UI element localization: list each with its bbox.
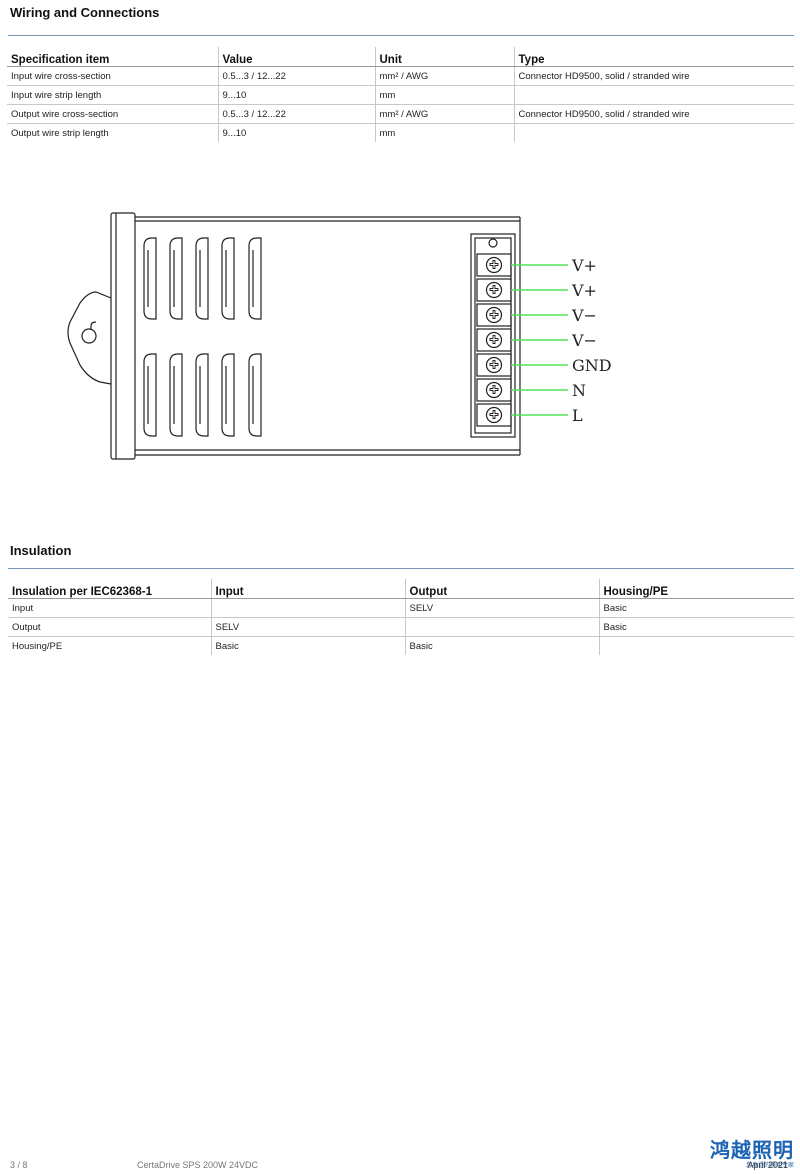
cell: mm² / AWG xyxy=(374,104,514,124)
header-input: Input xyxy=(210,579,405,599)
cell: Output xyxy=(8,617,211,637)
insulation-section-title: Insulation xyxy=(10,543,72,558)
terminal-label: GND xyxy=(572,356,612,375)
screw-icon xyxy=(485,256,503,274)
screw-cross-icon xyxy=(489,410,499,419)
screw-icon xyxy=(485,356,503,374)
header-insulation-standard: Insulation per IEC62368-1 xyxy=(8,579,211,599)
cell: Output wire cross-section xyxy=(7,104,218,124)
table-row: Input SELV Basic xyxy=(8,598,794,618)
table-row: Housing/PE Basic Basic xyxy=(8,636,794,655)
header-output: Output xyxy=(404,579,599,599)
mounting-tab xyxy=(67,291,112,385)
ventilation-slots xyxy=(143,237,262,437)
terminal-label: V+ xyxy=(571,281,597,300)
terminal-label: V− xyxy=(571,306,597,325)
product-name: CertaDrive SPS 200W 24VDC xyxy=(137,1160,259,1170)
wiring-section-title: Wiring and Connections xyxy=(10,5,160,20)
terminal-3: V− xyxy=(476,303,597,327)
screw-icon xyxy=(485,381,503,399)
cell: Housing/PE xyxy=(12,640,63,652)
wiring-table: Specification item Value Unit Type Input… xyxy=(7,47,794,142)
page-number: 3 / 8 xyxy=(10,1160,28,1170)
company-logo: 鸿越照明 您身边的照明专家 xyxy=(710,1140,794,1170)
table-row: Input wire cross-section 0.5...3 / 12...… xyxy=(7,66,794,86)
end-cap xyxy=(110,212,136,460)
header-value: Value xyxy=(217,47,375,67)
header-specification-item: Specification item xyxy=(7,47,218,67)
screw-icon xyxy=(485,281,503,299)
cell: Input wire strip length xyxy=(7,85,218,105)
terminal-2: V+ xyxy=(476,278,597,302)
cell: Connector HD9500, solid / stranded wire xyxy=(513,66,794,86)
screw-cross-icon xyxy=(489,285,499,294)
table-row: Output wire strip length 9...10 mm xyxy=(7,123,794,142)
insulation-title-rule xyxy=(8,568,794,569)
cell: SELV xyxy=(404,598,599,618)
table-header-row: Insulation per IEC62368-1 Input Output H… xyxy=(8,579,794,599)
screw-cross-icon xyxy=(489,260,499,269)
cell: Basic xyxy=(404,636,599,655)
cell: Output wire strip length xyxy=(11,127,109,139)
terminal-5: GND xyxy=(476,353,612,377)
screw-icon xyxy=(485,406,503,424)
cell: mm xyxy=(374,85,514,105)
header-type: Type xyxy=(513,47,794,67)
terminal-label: V− xyxy=(571,331,597,350)
header-housing-pe: Housing/PE xyxy=(598,579,794,599)
terminal-label: V+ xyxy=(571,256,597,275)
cell xyxy=(404,617,599,637)
cell xyxy=(598,636,794,655)
mounting-hole xyxy=(81,328,97,344)
cell: 0.5...3 / 12...22 xyxy=(217,66,375,86)
logo-text: 鸿越照明 xyxy=(710,1140,794,1162)
cell: Input wire cross-section xyxy=(7,66,218,86)
table-row: Output SELV Basic xyxy=(8,617,794,637)
power-supply-wiring-diagram: V+ V+ V− V− GND NL xyxy=(67,212,612,460)
cell: SELV xyxy=(210,617,405,637)
terminal-label: N xyxy=(572,381,586,400)
terminal-4: V− xyxy=(476,328,597,352)
screw-cross-icon xyxy=(489,360,499,369)
terminal-label: L xyxy=(572,406,583,425)
cell: 9...10 xyxy=(217,85,375,105)
wiring-title-rule xyxy=(8,35,794,36)
document-date: April 2021 xyxy=(747,1160,788,1170)
insulation-table: Insulation per IEC62368-1 Input Output H… xyxy=(8,579,794,655)
cell: Input xyxy=(8,598,211,618)
table-row: Output wire cross-section 0.5...3 / 12..… xyxy=(7,104,794,124)
terminal-6: N xyxy=(476,378,586,402)
cell xyxy=(513,85,794,105)
table-header-row: Specification item Value Unit Type xyxy=(7,47,794,67)
screw-cross-icon xyxy=(489,310,499,319)
cell: 0.5...3 / 12...22 xyxy=(217,104,375,124)
cell: Basic xyxy=(598,598,794,618)
terminal-list: V+ V+ V− V− GND NL xyxy=(476,253,612,427)
screw-cross-icon xyxy=(489,385,499,394)
logo-subtext: 您身边的照明专家 xyxy=(745,1163,794,1169)
cell: mm² / AWG xyxy=(374,66,514,86)
screw-icon xyxy=(485,331,503,349)
terminal-1: V+ xyxy=(476,253,597,277)
cell: mm xyxy=(374,123,514,142)
cell: Connector HD9500, solid / stranded wire xyxy=(513,104,794,124)
cell xyxy=(513,123,794,142)
screw-icon xyxy=(485,306,503,324)
header-unit: Unit xyxy=(374,47,514,67)
table-row: Input wire strip length 9...10 mm xyxy=(7,85,794,105)
cell xyxy=(210,598,405,618)
cell: 9...10 xyxy=(217,123,375,142)
cell: Basic xyxy=(598,617,794,637)
cell: Basic xyxy=(210,636,405,655)
screw-cross-icon xyxy=(489,335,499,344)
terminal-7: L xyxy=(476,403,583,427)
